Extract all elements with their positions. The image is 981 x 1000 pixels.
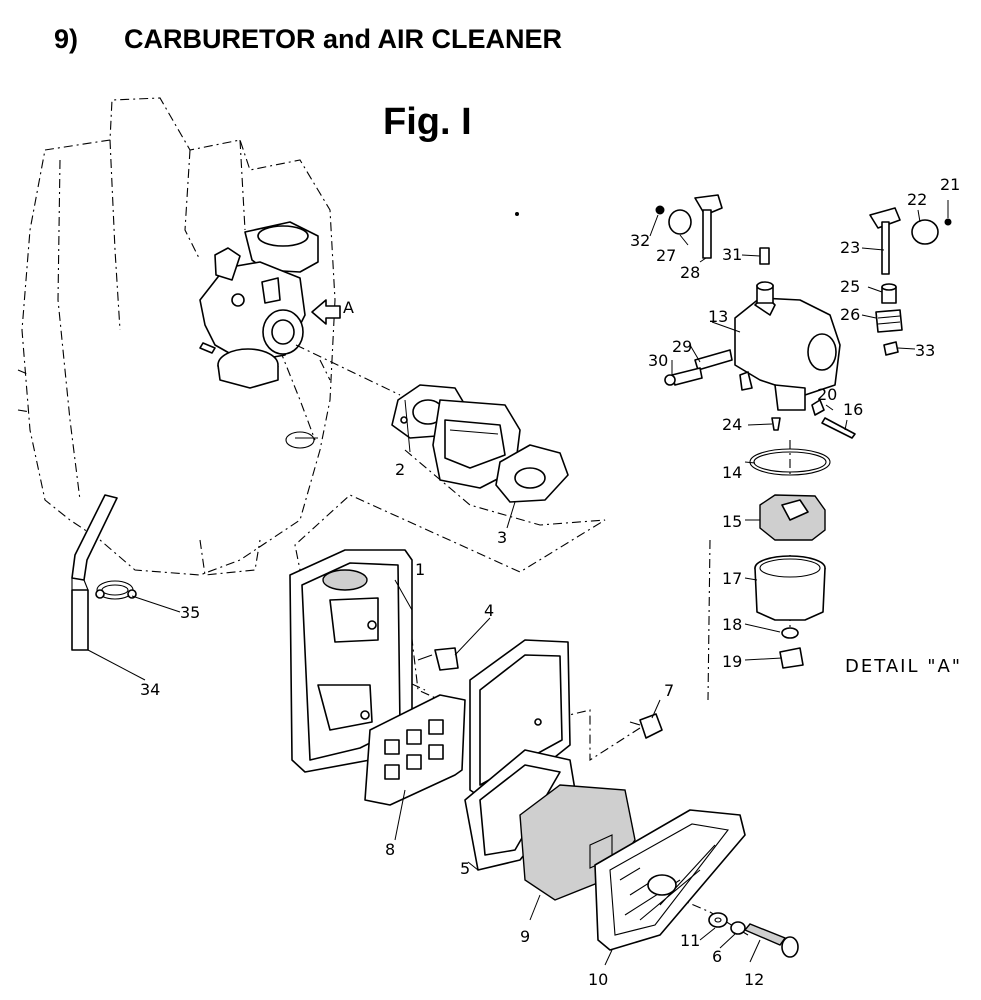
callout-29: 29	[672, 337, 692, 356]
callout-numbers: 1 2 3 4 5 6 7 8 9 10 11 12 13 14 15 16 1…	[140, 175, 960, 989]
callout-30: 30	[648, 351, 668, 370]
callout-15: 15	[722, 512, 742, 531]
mounted-carburetor	[199, 221, 319, 389]
callout-34: 34	[140, 680, 160, 699]
filter-screen-8	[364, 694, 466, 806]
screw-21	[944, 218, 952, 226]
screw-32	[655, 205, 665, 215]
callout-23: 23	[840, 238, 860, 257]
washer-18	[781, 627, 799, 639]
speck	[515, 212, 519, 216]
callout-32: 32	[630, 231, 650, 250]
screw-7	[629, 713, 663, 739]
callout-35: 35	[180, 603, 200, 622]
callout-16: 16	[843, 400, 863, 419]
lock-washer-6	[730, 921, 746, 935]
callout-7: 7	[664, 681, 674, 700]
cover-plate-10	[594, 809, 746, 951]
callout-1: 1	[415, 560, 425, 579]
callout-8: 8	[385, 840, 395, 859]
callout-6: 6	[712, 947, 722, 966]
callout-26: 26	[840, 305, 860, 324]
view-arrow-a: A	[311, 298, 354, 325]
callout-9: 9	[520, 927, 530, 946]
callout-22: 22	[907, 190, 927, 209]
throttle-shaft-23	[869, 207, 901, 275]
spring-26	[875, 309, 903, 333]
callout-25: 25	[840, 277, 860, 296]
float-15	[759, 494, 826, 541]
callout-18: 18	[722, 615, 742, 634]
engine-marker-a: A	[343, 298, 354, 317]
needle-24	[771, 417, 781, 431]
cap-33	[883, 341, 899, 356]
callout-19: 19	[722, 652, 742, 671]
callout-3: 3	[497, 528, 507, 547]
callout-21: 21	[940, 175, 960, 194]
breather-tube	[71, 494, 118, 651]
callout-10: 10	[588, 970, 608, 989]
callout-13: 13	[708, 307, 728, 326]
section-number: 9)	[54, 24, 79, 54]
callout-14: 14	[722, 463, 742, 482]
callout-17: 17	[722, 569, 742, 588]
callout-28: 28	[680, 263, 700, 282]
leader-lines	[87, 200, 949, 966]
callout-27: 27	[656, 246, 676, 265]
washer-11	[708, 912, 728, 928]
callout-5: 5	[460, 859, 470, 878]
pilot-screw-29-30	[664, 349, 733, 386]
float-bowl-17	[754, 555, 826, 621]
callout-4: 4	[484, 601, 494, 620]
callout-31: 31	[722, 245, 742, 264]
engine-block	[17, 97, 336, 576]
callout-24: 24	[722, 415, 742, 434]
choke-shaft-28	[694, 194, 723, 259]
bolt-4	[417, 647, 459, 671]
throttle-plate-22	[911, 219, 939, 245]
hose-clamp	[95, 580, 137, 600]
figure-label: Fig. I	[383, 101, 472, 143]
collar-25	[881, 283, 897, 304]
screw-31	[759, 247, 770, 265]
air-cleaner-base	[289, 549, 413, 773]
insulator-block	[432, 399, 521, 489]
callout-33: 33	[915, 341, 935, 360]
callout-12: 12	[744, 970, 764, 989]
choke-plate-27	[668, 209, 692, 235]
bolt-12	[743, 923, 799, 958]
callout-2: 2	[395, 460, 405, 479]
detail-carburetor-body	[734, 281, 841, 411]
detail-a-label: DETAIL "A"	[845, 656, 963, 677]
callout-20: 20	[817, 385, 837, 404]
gasket-3	[495, 444, 569, 503]
callout-11: 11	[680, 931, 700, 950]
bolt-19	[779, 647, 804, 669]
section-title: CARBURETOR and AIR CLEANER	[124, 24, 563, 54]
